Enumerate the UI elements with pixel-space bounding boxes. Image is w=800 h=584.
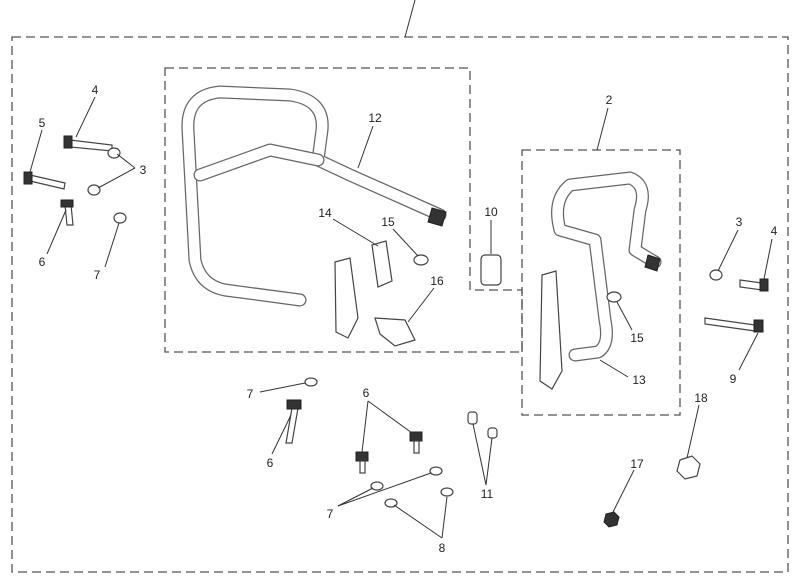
- callout-17: 17: [630, 457, 644, 471]
- callout-4: 4: [92, 83, 99, 97]
- left-crash-bar: [181, 85, 447, 307]
- callout-13: 13: [632, 373, 646, 387]
- kit-outline-box: [11, 36, 789, 573]
- leader-lines: [29, 96, 773, 539]
- callout-5: 5: [39, 116, 46, 130]
- callout-14: 14: [318, 206, 332, 220]
- callout-10: 10: [484, 205, 498, 219]
- callout-2: 2: [606, 93, 613, 107]
- right-crash-bar: [551, 171, 662, 362]
- right-mount-bracket: [539, 270, 563, 390]
- kit-leader-line: [404, 0, 416, 38]
- callout-15: 15: [381, 215, 395, 229]
- callout-11: 11: [481, 487, 494, 501]
- washer-15-left: [413, 254, 429, 266]
- callout-9: 9: [730, 372, 737, 386]
- callout-15-right: 15: [630, 331, 644, 345]
- callout-7-lower: 7: [247, 387, 254, 401]
- callout-16: 16: [430, 274, 444, 288]
- callout-6-center: 6: [363, 386, 370, 400]
- callout-6: 6: [39, 255, 46, 269]
- callout-4-right: 4: [771, 224, 778, 238]
- callout-7-bottom: 7: [327, 507, 334, 521]
- callout-18: 18: [694, 391, 708, 405]
- callout-8: 8: [439, 541, 446, 555]
- right-guard-group-box: [521, 149, 681, 416]
- callout-3-right: 3: [736, 215, 743, 229]
- bracket-14: [371, 240, 393, 288]
- callout-12: 12: [368, 111, 382, 125]
- callout-3: 3: [140, 163, 147, 177]
- left-mount-bracket: [334, 257, 359, 339]
- callout-7: 7: [94, 268, 101, 282]
- spacer-10: [480, 254, 502, 286]
- bracket-16: [374, 317, 416, 347]
- callout-6-lower: 6: [267, 456, 274, 470]
- washer-15-right: [606, 291, 622, 303]
- fasteners: [23, 135, 769, 528]
